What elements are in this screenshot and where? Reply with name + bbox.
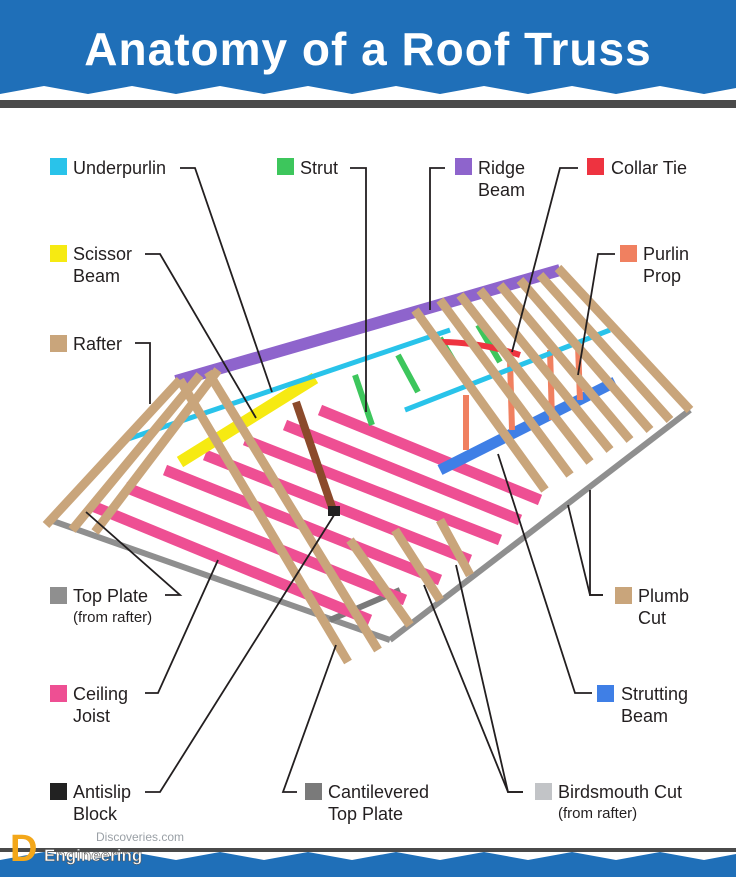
brand-watermark: D Discoveries.com Engineering — [10, 826, 210, 870]
antislip-block-swatch — [50, 783, 67, 800]
strut-text: Strut — [300, 158, 339, 178]
purlin-prop-text-1: Purlin — [643, 244, 690, 264]
ridge-beam-swatch — [455, 158, 472, 175]
birdsmouth-cut-text-2: (from rafter) — [558, 805, 638, 822]
purlin-prop-text-2: Prop — [643, 266, 682, 286]
birdsmouth-cut-swatch — [535, 783, 552, 800]
birdsmouth-cut-text-1: Birdsmouth Cut — [558, 782, 683, 802]
rafter-text: Rafter — [73, 334, 123, 354]
title-banner: Anatomy of a Roof Truss — [0, 0, 736, 108]
collar-tie-swatch — [587, 158, 604, 175]
antislip-block-shape — [328, 506, 340, 516]
antislip-block-label: Antislip Block — [73, 781, 131, 825]
footer-wave-border — [0, 848, 736, 877]
top-plate-text-1: Top Plate — [73, 586, 149, 606]
rafters-left — [42, 367, 222, 535]
strutting-beam-label: Strutting Beam — [621, 683, 688, 727]
antislip-block-text-1: Antislip — [73, 782, 132, 802]
cantilevered-top-plate-label: Cantilevered Top Plate — [328, 781, 429, 825]
scissor-beam-shape — [176, 372, 319, 468]
cantilevered-top-plate-text-1: Cantilevered — [328, 782, 430, 802]
ridge-beam-shape — [174, 264, 562, 387]
plumb-cut-text-1: Plumb — [638, 586, 690, 606]
ceiling-joist-label: Ceiling Joist — [73, 683, 128, 727]
top-plate-right — [388, 407, 692, 643]
underpurlin-text: Underpurlin — [73, 158, 167, 178]
ridge-beam-label: Ridge Beam — [478, 157, 525, 201]
cantilevered-top-plate-text-2: Top Plate — [328, 804, 404, 824]
strut-label: Strut — [300, 157, 338, 179]
purlin-prop-label: Purlin Prop — [643, 243, 689, 287]
scissor-beam-text-1: Scissor — [73, 244, 133, 264]
support-post-shape — [292, 400, 337, 512]
banner-wave-border — [0, 86, 736, 108]
ceiling-joists — [87, 404, 543, 626]
ceiling-joist-text-2: Joist — [73, 706, 111, 726]
cantilevered-top-plate-swatch — [305, 783, 322, 800]
ridge-beam-text-2: Beam — [478, 180, 526, 200]
rafters-front — [176, 264, 694, 665]
strutting-beam-shape — [437, 377, 618, 475]
underpurlin-swatch — [50, 158, 67, 175]
strutting-beam-text-1: Strutting — [621, 684, 689, 704]
scissor-beam-swatch — [50, 245, 67, 262]
leader-lines — [85, 167, 615, 793]
ceiling-joist-swatch — [50, 685, 67, 702]
top-plate-label: Top Plate (from rafter) — [73, 585, 152, 629]
strutting-beam-swatch — [597, 685, 614, 702]
collar-tie-label: Collar Tie — [611, 157, 687, 179]
plumb-cut-label: Plumb Cut — [638, 585, 689, 629]
plumb-cut-text-2: Cut — [638, 608, 667, 628]
scissor-beam-text-2: Beam — [73, 266, 121, 286]
strut-swatch — [277, 158, 294, 175]
rafter-swatch — [50, 335, 67, 352]
top-plate-text-2: (from rafter) — [73, 609, 153, 626]
plumb-cut-swatch — [615, 587, 632, 604]
brand-line-1: Discoveries.com — [96, 830, 185, 844]
brand-line-2: Engineering — [44, 846, 143, 866]
ceiling-joist-text-1: Ceiling — [73, 684, 129, 704]
underpurlin-label: Underpurlin — [73, 157, 166, 179]
ridge-beam-text-1: Ridge — [478, 158, 526, 178]
brand-logo-mark: D — [10, 828, 38, 870]
strutting-beam-text-2: Beam — [621, 706, 669, 726]
top-plate-swatch — [50, 587, 67, 604]
antislip-block-text-2: Block — [73, 804, 118, 824]
purlin-prop-swatch — [620, 245, 637, 262]
collar-tie-shape — [439, 339, 521, 358]
birdsmouth-cut-label: Birdsmouth Cut (from rafter) — [558, 781, 682, 825]
page-title: Anatomy of a Roof Truss — [84, 23, 652, 75]
scissor-beam-label: Scissor Beam — [73, 243, 132, 287]
collar-tie-text: Collar Tie — [611, 158, 688, 178]
rafter-label: Rafter — [73, 333, 122, 355]
